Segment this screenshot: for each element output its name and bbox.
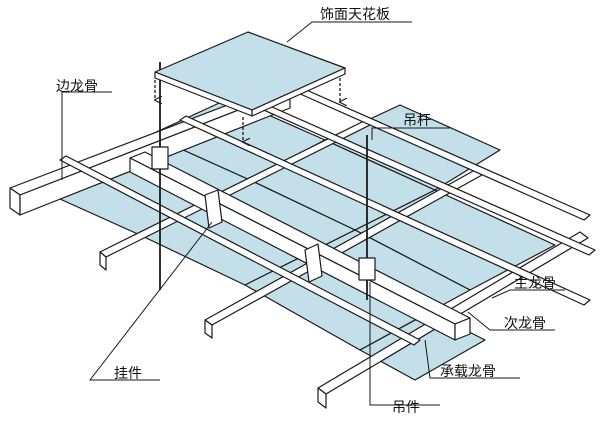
leader-hanger-clip (88, 221, 213, 381)
hanger-clip (204, 189, 223, 229)
leader-bearing-keel (424, 339, 520, 379)
leader-rod (371, 127, 450, 140)
facing-panel (155, 31, 345, 142)
leader-main-keel (491, 289, 565, 299)
label-main-keel: 主龙骨 (514, 276, 556, 292)
cross-tee (99, 251, 107, 271)
leader-edge-keel (61, 91, 112, 180)
leader-panel (286, 21, 412, 43)
label-rod: 吊杆 (403, 113, 431, 129)
hanger (151, 146, 169, 170)
label-secondary-keel: 次龙骨 (504, 316, 546, 332)
label-facing-panel: 饰面天花板 (320, 7, 390, 23)
hanger (358, 257, 376, 281)
hanger-clips (204, 189, 323, 283)
leader-hanger (369, 282, 440, 406)
label-bearing-keel: 承载龙骨 (440, 364, 496, 380)
main-keels (59, 80, 596, 346)
label-hanger-clip: 挂件 (114, 366, 142, 382)
cross-tee (204, 319, 213, 339)
main-tee (59, 155, 421, 346)
leader-lines (61, 21, 565, 406)
main-tee (179, 115, 591, 306)
hanger-clip (304, 243, 323, 283)
leader-secondary-keel (467, 311, 555, 331)
label-hanger: 吊件 (392, 400, 420, 416)
cross-tee (317, 387, 327, 409)
label-edge-keel: 边龙骨 (56, 79, 98, 95)
